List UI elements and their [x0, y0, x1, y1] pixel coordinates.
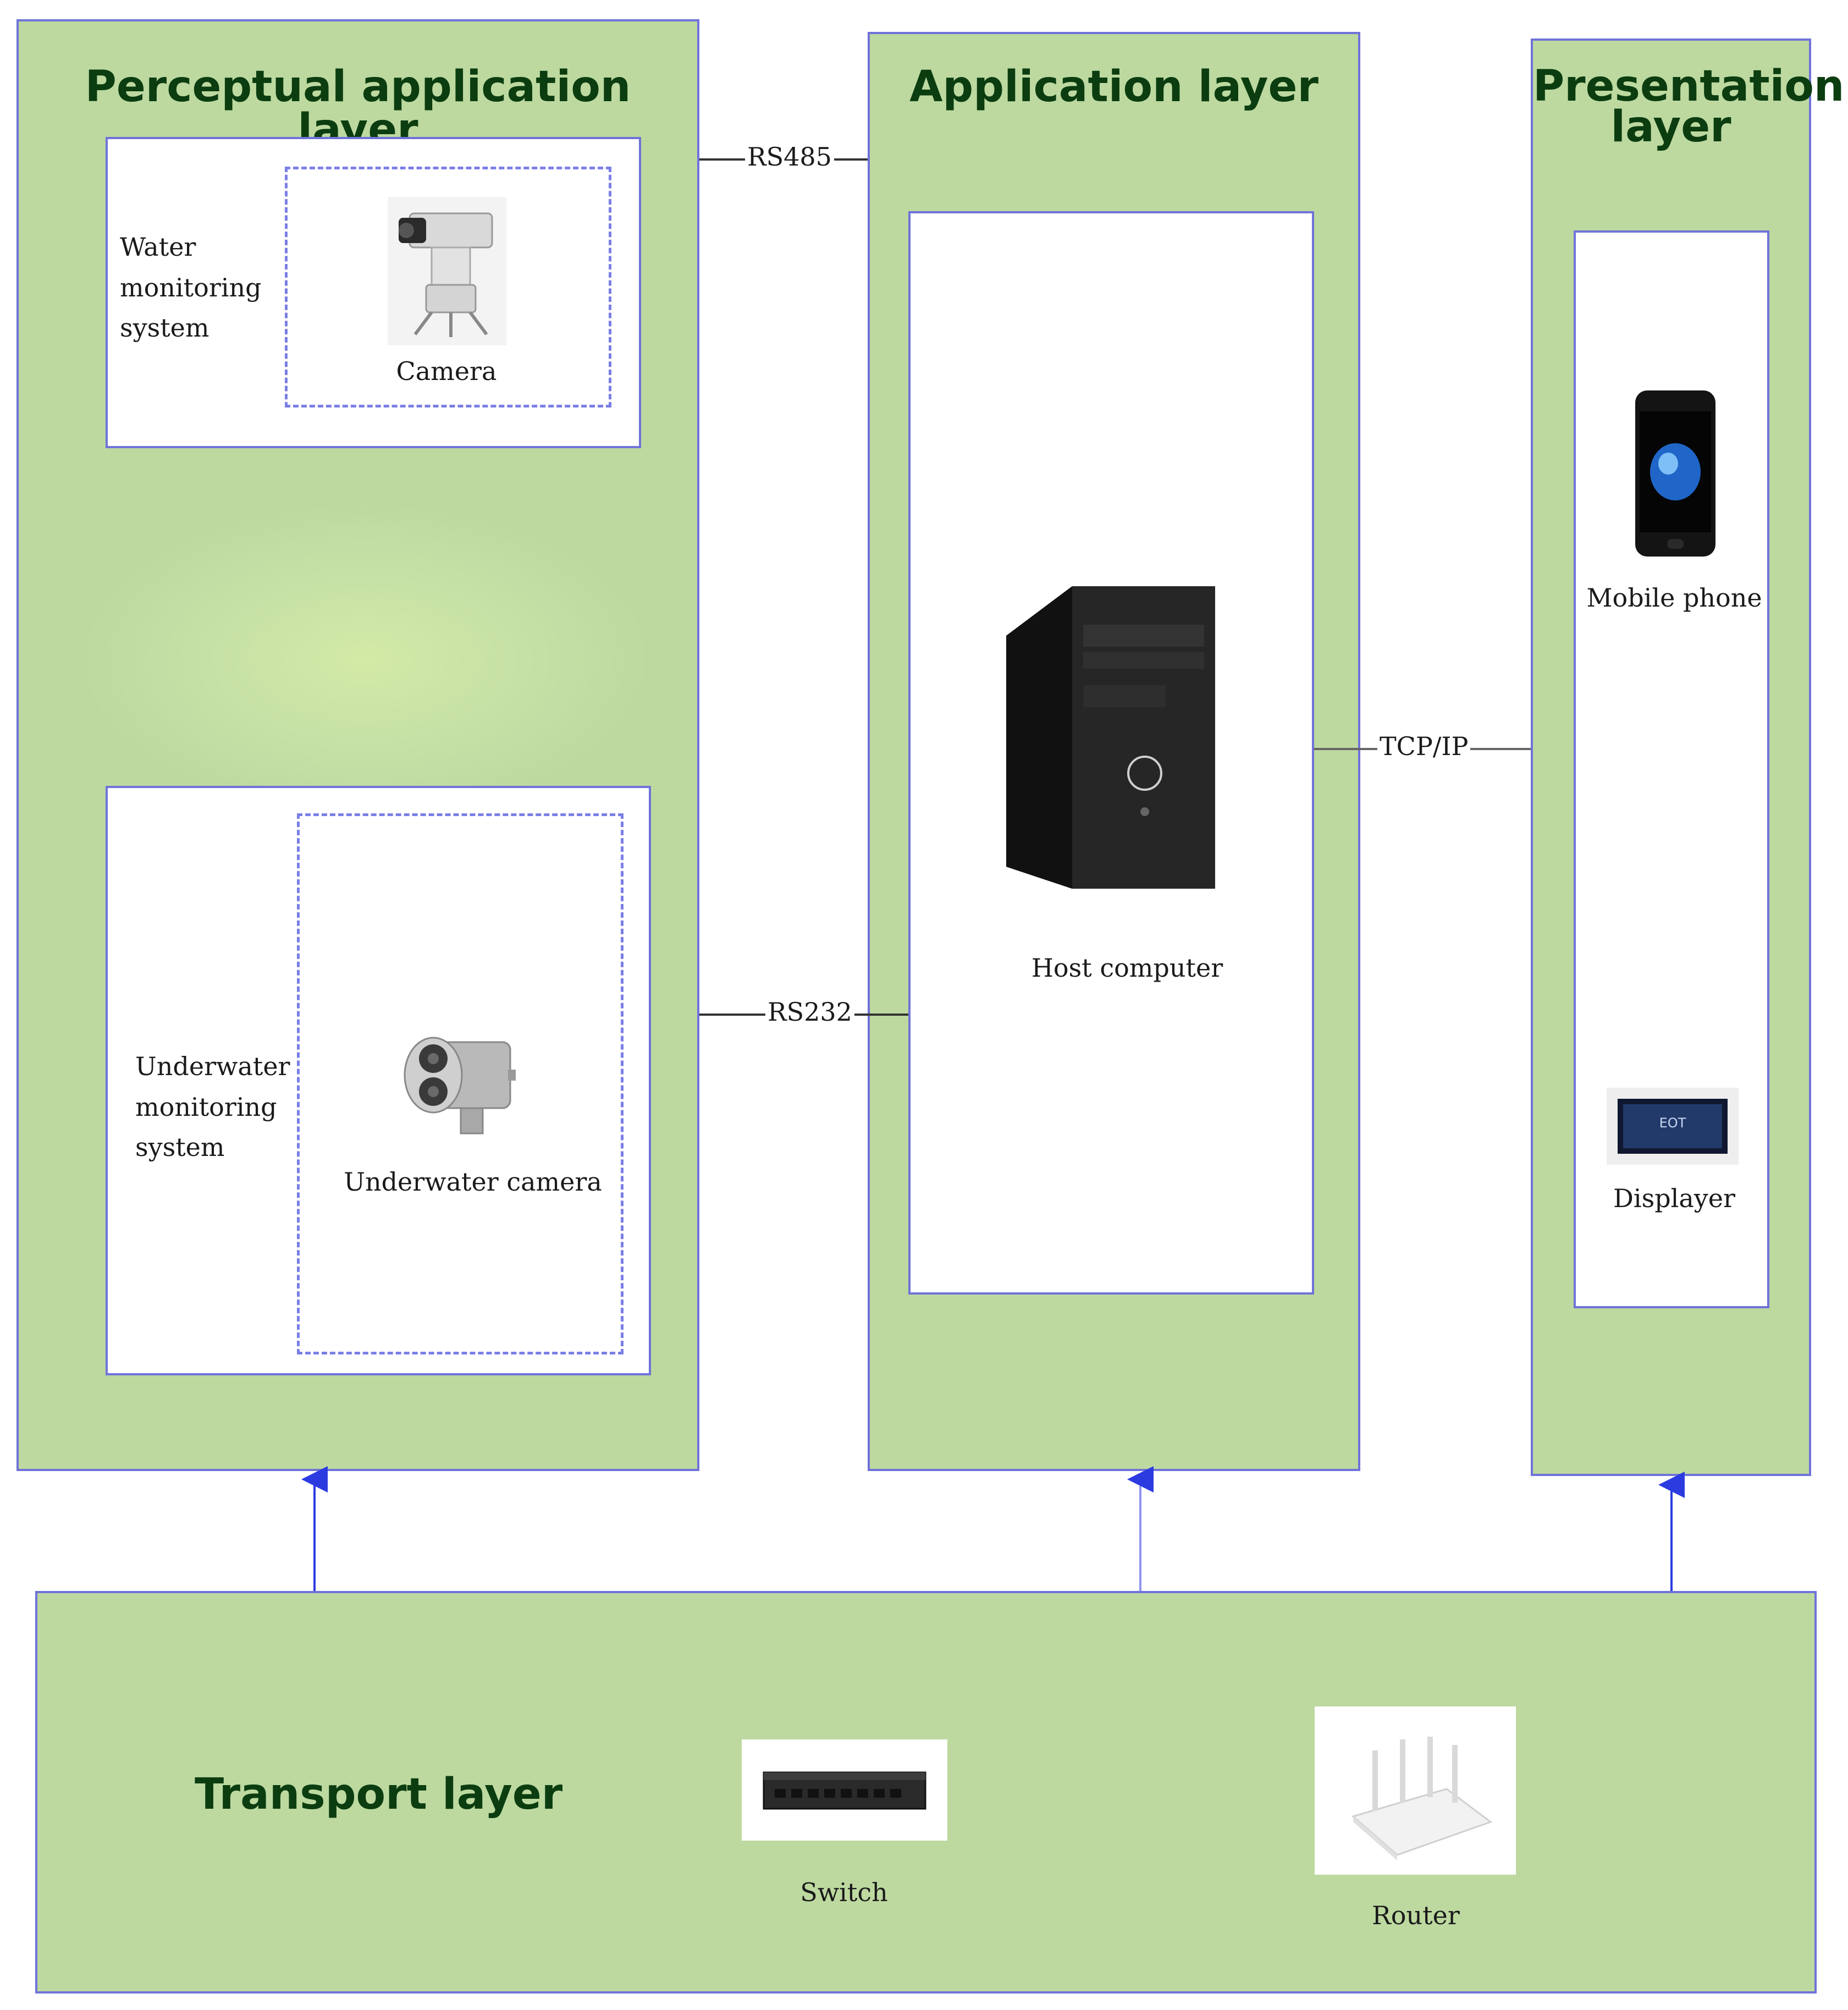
host-computer-caption: Host computer — [1031, 953, 1223, 983]
underwater-camera-group — [297, 813, 624, 1354]
underwater-camera-caption: Underwater camera — [344, 1167, 602, 1197]
rs232-label: RS232 — [765, 997, 854, 1027]
presentation-layer-title-line2: layer — [1610, 102, 1731, 152]
presentation-layer-title-line1: Presentation — [1533, 62, 1845, 111]
monitor-screen-text: EOT — [1659, 1115, 1686, 1131]
background-glow — [85, 505, 646, 813]
water-monitoring-label: Water monitoring system — [120, 232, 262, 343]
wifi-router-icon — [1315, 1706, 1516, 1875]
transport-layer-title: Transport layer — [195, 1770, 563, 1819]
smartphone-icon — [1634, 389, 1717, 558]
underwater-monitoring-label: Underwater monitoring system — [135, 1051, 290, 1163]
underwater-camera-icon — [400, 1020, 519, 1139]
ptz-camera-icon — [388, 197, 506, 345]
mobile-phone-caption: Mobile phone — [1586, 583, 1762, 613]
underwater-monitoring-panel: Underwater monitoring system — [106, 786, 651, 1375]
switch-caption: Switch — [800, 1877, 888, 1907]
water-monitoring-panel: Water monitoring system — [106, 137, 641, 448]
displayer-caption: Displayer — [1613, 1183, 1735, 1213]
application-layer-title: Application layer — [909, 62, 1319, 112]
camera-group — [285, 167, 611, 407]
desktop-tower-icon — [1001, 581, 1221, 900]
monitor-icon: EOT — [1607, 1088, 1739, 1165]
tcpip-label: TCP/IP — [1377, 731, 1471, 761]
camera-caption: Camera — [396, 356, 497, 386]
rs485-label: RS485 — [745, 142, 834, 172]
router-caption: Router — [1372, 1901, 1460, 1930]
network-switch-icon — [742, 1739, 947, 1841]
